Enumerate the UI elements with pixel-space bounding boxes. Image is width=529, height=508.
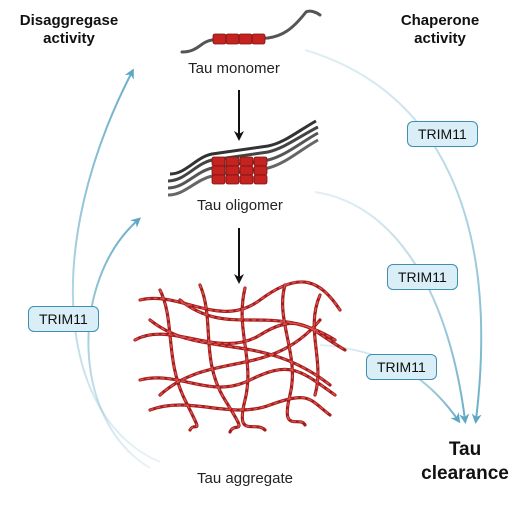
tau-monomer-icon (180, 9, 322, 54)
chaperone-header-line2: activity (414, 30, 466, 47)
tau-oligomer-icon (167, 119, 319, 197)
disaggregase-arrow-to-oligomer (87, 217, 151, 469)
tau-aggregate-label: Tau aggregate (197, 470, 293, 487)
chaperone-header-line1: Chaperone (400, 12, 480, 29)
chaperone-activity-header: Chaperone activity (385, 12, 495, 48)
tau-clearance-label: Tau clearance (405, 438, 525, 486)
trim11-chaperone-oligomer-badge: TRIM11 (387, 264, 458, 290)
tau-oligomer-label: Tau oligomer (197, 197, 283, 214)
trim11-disaggregase-badge: TRIM11 (28, 306, 99, 332)
disaggregase-header-line1: Disaggregase (19, 12, 119, 29)
tau-monomer-label: Tau monomer (188, 60, 280, 77)
disaggregase-arrow-to-monomer (71, 68, 161, 463)
chaperone-arrow-from-monomer (304, 49, 483, 424)
tau-aggregate-icon (133, 280, 347, 434)
disaggregase-header-line2: activity (43, 30, 95, 47)
trim11-chaperone-monomer-badge: TRIM11 (407, 121, 478, 147)
disaggregase-activity-header: Disaggregase activity (10, 12, 128, 48)
tau-clearance-line1: Tau (448, 439, 482, 460)
trim11-chaperone-aggregate-badge: TRIM11 (366, 354, 437, 380)
tau-clearance-line2: clearance (421, 463, 509, 484)
